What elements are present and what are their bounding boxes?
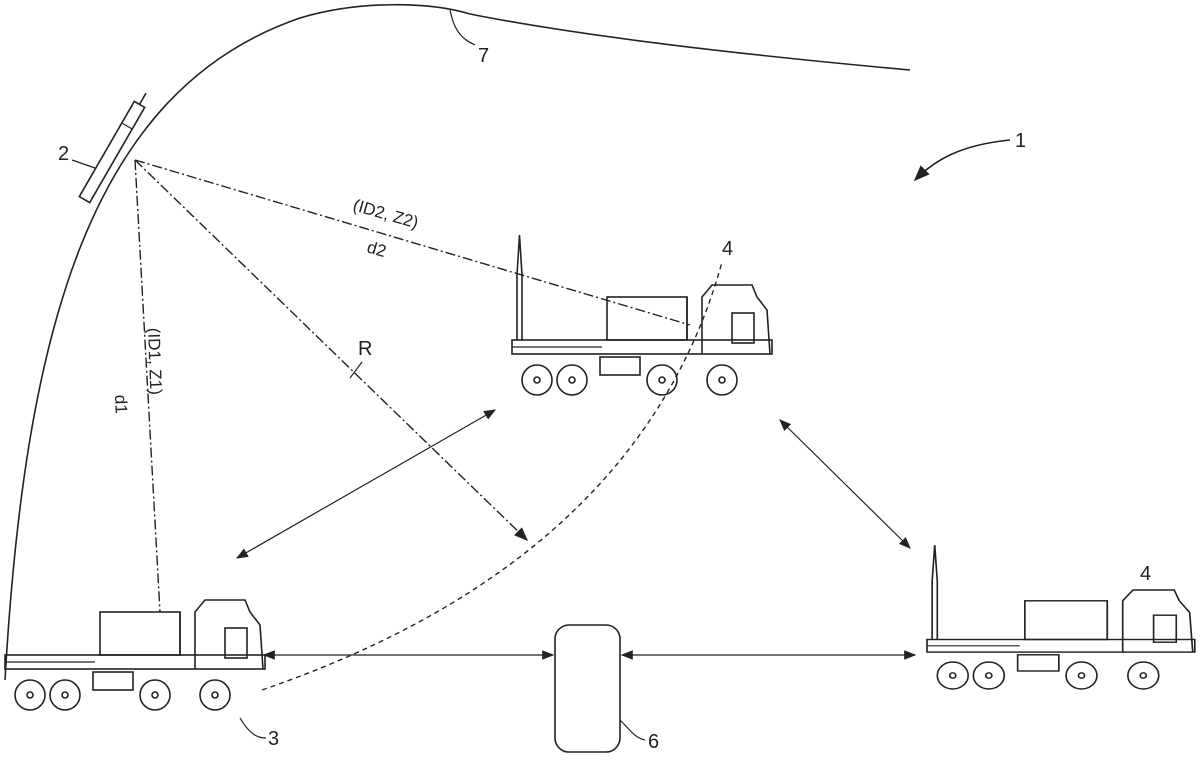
vehicle-other-b-label: 4 xyxy=(1140,563,1151,585)
range-line xyxy=(134,159,529,541)
id-zone-1-label: (ID1, Z1) xyxy=(144,327,165,395)
satellite-leader xyxy=(71,159,96,169)
orbit-curve xyxy=(4,3,911,681)
server-label: 6 xyxy=(648,731,659,753)
satellite-label: 2 xyxy=(58,143,69,165)
orbit-label: 7 xyxy=(478,45,489,67)
vehicle-other-a xyxy=(511,234,773,396)
server-leader xyxy=(619,719,646,741)
link-a-to-b xyxy=(779,419,911,549)
distance-2-label: d2 xyxy=(365,238,388,261)
link-main-to-a xyxy=(235,409,497,559)
orbit-leader xyxy=(449,9,476,46)
vehicle-main-leader xyxy=(239,717,267,739)
signal-line-d1 xyxy=(134,159,161,613)
system-arrow xyxy=(913,139,1011,182)
satellite xyxy=(78,92,147,204)
signal-line-d2 xyxy=(134,159,691,326)
vehicle-main xyxy=(4,599,266,711)
vehicle-main-label: 3 xyxy=(268,728,279,750)
distance-1-label: d1 xyxy=(111,394,131,414)
server-box xyxy=(554,624,621,753)
range-arc xyxy=(261,261,723,691)
system-label: 1 xyxy=(1015,130,1026,152)
range-label: R xyxy=(358,338,372,360)
vehicle-other-b xyxy=(926,544,1196,690)
vehicle-other-a-label: 4 xyxy=(722,238,733,260)
range-leader xyxy=(349,361,363,379)
